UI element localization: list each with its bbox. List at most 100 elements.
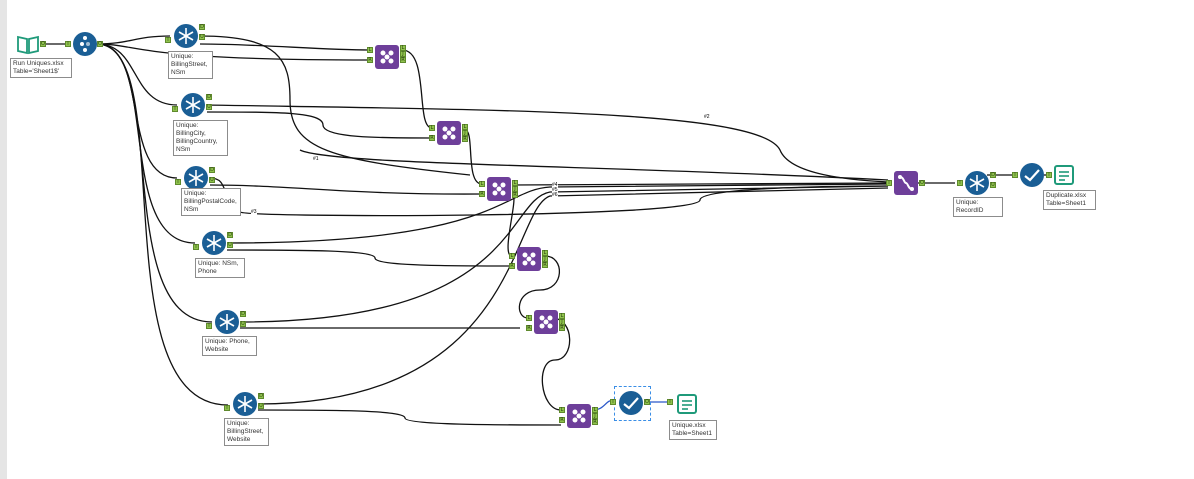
join-inner-anchor[interactable]: J bbox=[400, 51, 406, 57]
output-anchor[interactable]: O bbox=[644, 399, 650, 405]
wire bbox=[96, 43, 178, 106]
join-left-anchor[interactable]: L bbox=[479, 181, 485, 187]
join-tool-4[interactable] bbox=[517, 247, 541, 271]
unique-anchor[interactable]: U bbox=[209, 177, 215, 183]
wire bbox=[96, 43, 229, 406]
unique-anchor[interactable]: U bbox=[990, 182, 996, 188]
join-left-anchor[interactable]: L bbox=[559, 407, 565, 413]
join-right-anchor[interactable]: R bbox=[509, 263, 515, 269]
duplicate-anchor[interactable]: D bbox=[990, 172, 996, 178]
unique-tool-3[interactable] bbox=[184, 166, 208, 190]
output-anchor[interactable]: O bbox=[40, 41, 46, 47]
input-anchor[interactable]: I bbox=[224, 405, 230, 411]
join-inner-anchor[interactable]: J bbox=[462, 130, 468, 136]
snowflake-icon bbox=[237, 396, 253, 412]
input-anchor[interactable]: I bbox=[172, 106, 178, 112]
input-anchor[interactable]: I bbox=[165, 37, 171, 43]
input-anchor[interactable]: I bbox=[206, 323, 212, 329]
unique-anchor[interactable]: U bbox=[258, 403, 264, 409]
unique-tool-5[interactable] bbox=[215, 310, 239, 334]
join-tool-5[interactable] bbox=[534, 310, 558, 334]
unique-tool-7[interactable] bbox=[965, 171, 989, 195]
join-left-anchor[interactable]: L bbox=[592, 407, 598, 413]
unique-anchor[interactable]: U bbox=[240, 321, 246, 327]
input-anchor[interactable]: I bbox=[957, 180, 963, 186]
union-tool[interactable] bbox=[894, 171, 918, 195]
join-left-anchor[interactable]: L bbox=[512, 180, 518, 186]
join-tool-6[interactable] bbox=[567, 404, 591, 428]
join-left-anchor[interactable]: L bbox=[559, 313, 565, 319]
input-anchor[interactable]: I bbox=[886, 180, 892, 186]
join-inner-anchor[interactable]: J bbox=[542, 256, 548, 262]
workflow-canvas[interactable]: #1 #2 #3 #4 #5 #6 O Run Uniques.xlsx Tab… bbox=[7, 0, 1194, 479]
tool-annotation: Unique: RecordID bbox=[953, 197, 1003, 217]
unique-tool-4[interactable] bbox=[202, 231, 226, 255]
check-icon bbox=[623, 397, 639, 410]
join-icon bbox=[492, 182, 506, 196]
join-tool-1[interactable] bbox=[375, 45, 399, 69]
sample-tool[interactable] bbox=[73, 32, 97, 56]
join-right-anchor[interactable]: R bbox=[526, 325, 532, 331]
input-anchor[interactable]: I bbox=[175, 179, 181, 185]
join-inner-anchor[interactable]: J bbox=[592, 413, 598, 419]
join-left-anchor[interactable]: L bbox=[509, 253, 515, 259]
join-icon bbox=[522, 252, 536, 266]
unique-anchor[interactable]: U bbox=[227, 242, 233, 248]
input-anchor[interactable]: I bbox=[193, 244, 199, 250]
join-left-anchor[interactable]: L bbox=[526, 315, 532, 321]
join-left-anchor[interactable]: L bbox=[367, 47, 373, 53]
unique-tool-6[interactable] bbox=[233, 392, 257, 416]
join-left-anchor[interactable]: L bbox=[542, 250, 548, 256]
join-left-anchor[interactable]: L bbox=[429, 125, 435, 131]
join-right-anchor[interactable]: R bbox=[592, 419, 598, 425]
input-anchor[interactable]: I bbox=[667, 399, 673, 405]
join-tool-2[interactable] bbox=[437, 121, 461, 145]
input-anchor[interactable]: I bbox=[65, 41, 71, 47]
join-left-anchor[interactable]: L bbox=[462, 124, 468, 130]
unique-anchor[interactable]: U bbox=[206, 104, 212, 110]
input-anchor[interactable]: I bbox=[1012, 172, 1018, 178]
browse-tool-2[interactable] bbox=[1020, 163, 1044, 187]
output-data-tool-2[interactable] bbox=[675, 392, 699, 416]
wire bbox=[96, 35, 171, 45]
join-right-anchor[interactable]: R bbox=[479, 191, 485, 197]
duplicate-anchor[interactable]: D bbox=[227, 232, 233, 238]
duplicate-anchor[interactable]: D bbox=[206, 94, 212, 100]
tool-annotation: Unique.xlsx Table=Sheet1 bbox=[669, 420, 717, 440]
duplicate-anchor[interactable]: D bbox=[209, 167, 215, 173]
duplicate-anchor[interactable]: D bbox=[240, 311, 246, 317]
wire-label: #6 bbox=[552, 192, 558, 198]
join-right-anchor[interactable]: R bbox=[367, 57, 373, 63]
output-data-tool-1[interactable] bbox=[1052, 163, 1076, 187]
join-right-anchor[interactable]: R bbox=[462, 136, 468, 142]
join-inner-anchor[interactable]: J bbox=[559, 319, 565, 325]
input-anchor[interactable]: I bbox=[610, 399, 616, 405]
wire bbox=[257, 187, 889, 405]
output-anchor[interactable]: O bbox=[919, 180, 925, 186]
duplicate-anchor[interactable]: D bbox=[258, 393, 264, 399]
wire bbox=[206, 104, 889, 183]
unique-tool-2[interactable] bbox=[181, 93, 205, 117]
browse-tool[interactable] bbox=[619, 391, 643, 415]
join-inner-anchor[interactable]: J bbox=[512, 186, 518, 192]
book-icon bbox=[17, 35, 39, 55]
wire bbox=[226, 249, 513, 267]
join-tool-3[interactable] bbox=[487, 177, 511, 201]
wire bbox=[518, 255, 561, 319]
unique-tool-1[interactable] bbox=[174, 24, 198, 48]
output-anchor[interactable]: O bbox=[97, 41, 103, 47]
unique-anchor[interactable]: U bbox=[199, 34, 205, 40]
input-anchor[interactable]: I bbox=[1046, 172, 1052, 178]
duplicate-anchor[interactable]: D bbox=[199, 24, 205, 30]
join-right-anchor[interactable]: R bbox=[400, 57, 406, 63]
snowflake-icon bbox=[188, 170, 204, 186]
join-right-anchor[interactable]: R bbox=[559, 417, 565, 423]
join-right-anchor[interactable]: R bbox=[429, 135, 435, 141]
join-right-anchor[interactable]: R bbox=[559, 325, 565, 331]
join-left-anchor[interactable]: L bbox=[400, 45, 406, 51]
join-icon bbox=[539, 315, 553, 329]
join-right-anchor[interactable]: R bbox=[542, 262, 548, 268]
input-data-tool[interactable] bbox=[16, 32, 40, 56]
wire bbox=[541, 317, 571, 411]
join-right-anchor[interactable]: R bbox=[512, 192, 518, 198]
